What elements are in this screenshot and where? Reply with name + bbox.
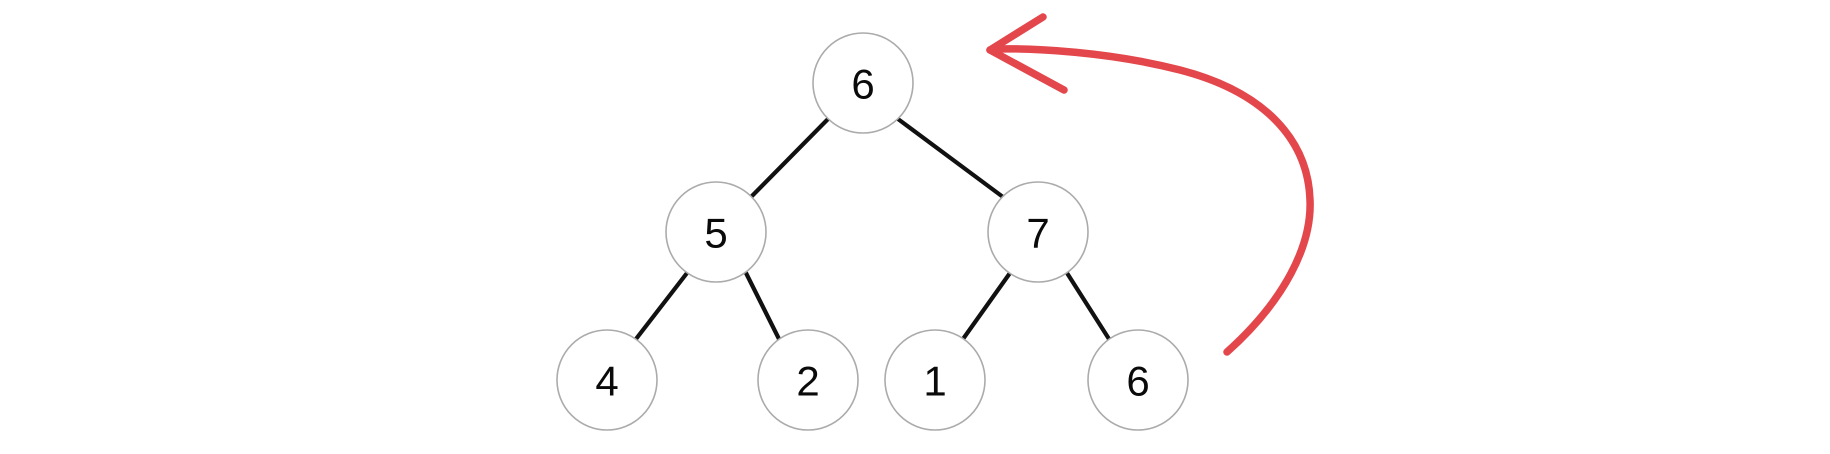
arrow-body xyxy=(990,45,1314,356)
node-label: 6 xyxy=(1126,358,1149,405)
node-circle[interactable] xyxy=(665,181,767,283)
node-label: 1 xyxy=(923,358,946,405)
node-label: 4 xyxy=(595,358,618,405)
node-label: 7 xyxy=(1026,210,1049,257)
edge-left-to-leftleft xyxy=(633,270,690,342)
edge-left-to-leftright xyxy=(743,270,782,342)
tree-nodes: 6 5 7 4 2 1 xyxy=(556,32,1189,431)
node-circle[interactable] xyxy=(987,181,1089,283)
node-label: 2 xyxy=(796,358,819,405)
arrow-head-lower-barb xyxy=(986,46,1068,94)
annotation-arrow-icon xyxy=(986,13,1314,356)
node-label: 6 xyxy=(851,61,874,108)
node-circle[interactable] xyxy=(812,32,914,134)
arrow-head-upper-barb xyxy=(986,13,1047,54)
node-circle[interactable] xyxy=(757,329,859,431)
tree-edges xyxy=(633,116,1112,342)
tree-node-leaf-right-right[interactable]: 6 xyxy=(1087,329,1189,431)
node-circle[interactable] xyxy=(556,329,658,431)
tree-node-leaf-left-left[interactable]: 4 xyxy=(556,329,658,431)
edge-root-to-left xyxy=(748,116,831,200)
edge-right-to-rightright xyxy=(1064,270,1112,342)
node-circle[interactable] xyxy=(884,329,986,431)
tree-node-leaf-left-right[interactable]: 2 xyxy=(757,329,859,431)
node-circle[interactable] xyxy=(1087,329,1189,431)
tree-node-leaf-right-left[interactable]: 1 xyxy=(884,329,986,431)
tree-node-right-child[interactable]: 7 xyxy=(987,181,1089,283)
tree-node-root[interactable]: 6 xyxy=(812,32,914,134)
edge-root-to-right xyxy=(895,116,1006,200)
edge-right-to-rightleft xyxy=(960,270,1013,342)
node-label: 5 xyxy=(704,210,727,257)
tree-node-left-child[interactable]: 5 xyxy=(665,181,767,283)
